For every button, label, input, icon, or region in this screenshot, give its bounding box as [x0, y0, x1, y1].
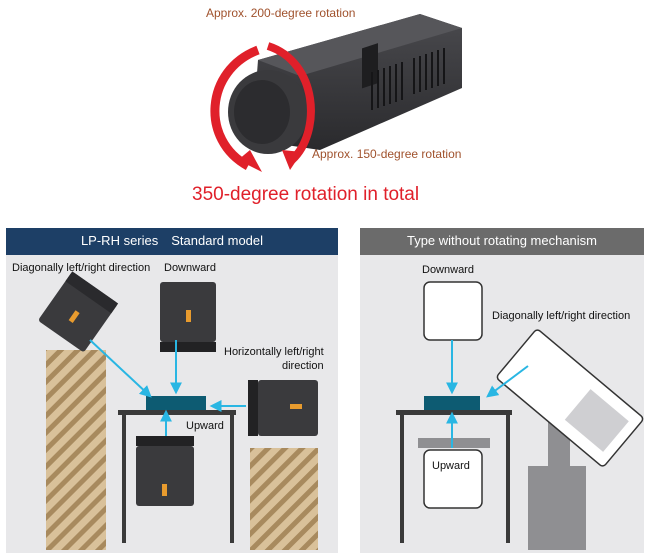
head-horizontal	[248, 380, 318, 436]
label-right-diagonal: Diagonally left/right direction	[492, 310, 631, 322]
arrow-head-150	[282, 150, 302, 170]
label-right-downward: Downward	[422, 264, 474, 276]
beam-arrows-left	[89, 339, 246, 436]
label-200-rotation: Approx. 200-degree rotation	[206, 6, 356, 20]
head-diagonal	[39, 271, 119, 352]
left-panel-header: LP-RH series Standard model	[80, 233, 264, 248]
right-pillar	[250, 448, 318, 550]
head-downward	[160, 282, 216, 352]
right-panel-header-bar	[360, 228, 644, 255]
left-pillar	[46, 350, 106, 550]
label-left-upward: Upward	[186, 420, 224, 432]
label-150-rotation: Approx. 150-degree rotation	[312, 147, 462, 161]
label-left-horizontal-1: Horizontally left/right	[224, 346, 324, 358]
label-right-upward: Upward	[432, 460, 470, 472]
label-left-diagonal: Diagonally left/right direction	[12, 262, 151, 274]
rotation-arrows	[210, 42, 315, 172]
label-total-rotation: 350-degree rotation in total	[192, 184, 420, 205]
label-left-horizontal-2: direction	[282, 360, 324, 372]
arrow-head-200	[238, 150, 262, 172]
rotating-laser-head	[228, 14, 462, 154]
right-panel-header: Type without rotating mechanism	[406, 233, 598, 248]
white-head-diagonal	[496, 329, 644, 467]
head-upward	[136, 436, 194, 506]
white-head-upward	[423, 449, 483, 509]
workpiece-table-left	[118, 396, 236, 543]
label-left-downward: Downward	[164, 262, 216, 274]
beam-arrows-right	[446, 340, 529, 448]
left-panel-header-bar	[6, 228, 338, 255]
white-head-downward	[423, 281, 483, 341]
